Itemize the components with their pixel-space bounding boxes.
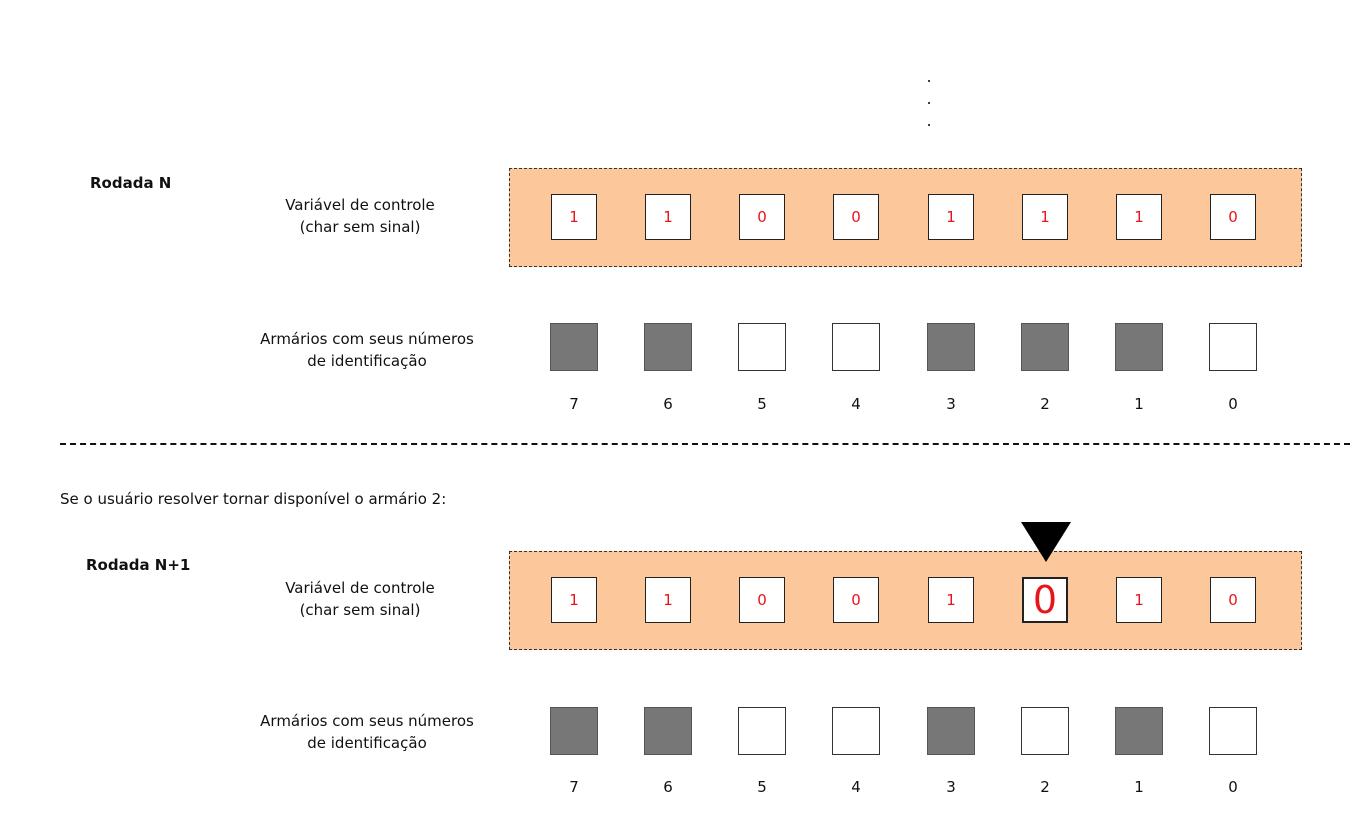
locker-number: 6	[663, 778, 673, 796]
locker-number: 3	[946, 395, 956, 413]
round-n-plus-1-control-label: Variável de controle (char sem sinal)	[285, 579, 435, 619]
section-divider	[60, 443, 1350, 445]
locker-number: 0	[1228, 778, 1238, 796]
round-n-plus-1-control-variable-band	[509, 551, 1302, 650]
locker-number: 7	[569, 778, 579, 796]
intro-text: Se o usuário resolver tornar disponível …	[60, 490, 447, 508]
locker-free	[832, 707, 880, 755]
control-bit: 0	[833, 194, 879, 240]
locker-number: 6	[663, 395, 673, 413]
locker-free	[1209, 323, 1257, 371]
control-bit: 1	[645, 577, 691, 623]
control-bit: 1	[1116, 577, 1162, 623]
locker-occupied	[1115, 707, 1163, 755]
control-bit: 1	[551, 194, 597, 240]
round-n-plus-1-lockers-label: Armários com seus números de identificaç…	[260, 712, 474, 752]
locker-free	[1209, 707, 1257, 755]
control-bit: 0	[833, 577, 879, 623]
locker-occupied	[550, 323, 598, 371]
locker-number: 1	[1134, 778, 1144, 796]
control-bit: 1	[928, 194, 974, 240]
control-bit: 1	[1022, 194, 1068, 240]
locker-occupied	[550, 707, 598, 755]
locker-number: 7	[569, 395, 579, 413]
control-bit: 0	[1210, 194, 1256, 240]
control-bit: 0	[739, 577, 785, 623]
locker-occupied	[927, 323, 975, 371]
control-bit: 1	[645, 194, 691, 240]
control-bit: 0	[1210, 577, 1256, 623]
locker-occupied	[1115, 323, 1163, 371]
round-n-label: Rodada N	[90, 174, 172, 192]
round-n-control-label: Variável de controle (char sem sinal)	[285, 196, 435, 236]
round-n-control-variable-band	[509, 168, 1302, 267]
locker-number: 1	[1134, 395, 1144, 413]
locker-free	[832, 323, 880, 371]
locker-number: 2	[1040, 778, 1050, 796]
locker-free	[1021, 707, 1069, 755]
locker-number: 5	[757, 395, 767, 413]
locker-number: 2	[1040, 395, 1050, 413]
locker-occupied	[927, 707, 975, 755]
locker-occupied	[644, 707, 692, 755]
locker-occupied	[644, 323, 692, 371]
locker-number: 4	[851, 395, 861, 413]
locker-number: 3	[946, 778, 956, 796]
vertical-ellipsis: . . .	[926, 67, 932, 130]
control-bit: 1	[1116, 194, 1162, 240]
round-n-plus-1-label: Rodada N+1	[86, 556, 191, 574]
control-bit: 1	[551, 577, 597, 623]
locker-number: 0	[1228, 395, 1238, 413]
control-bit: 1	[928, 577, 974, 623]
control-bit-changed: 0	[1022, 577, 1068, 623]
locker-number: 5	[757, 778, 767, 796]
locker-number: 4	[851, 778, 861, 796]
locker-free	[738, 323, 786, 371]
locker-free	[738, 707, 786, 755]
round-n-lockers-label: Armários com seus números de identificaç…	[260, 330, 474, 370]
control-bit: 0	[739, 194, 785, 240]
locker-occupied	[1021, 323, 1069, 371]
down-triangle-marker-icon	[1021, 522, 1071, 562]
